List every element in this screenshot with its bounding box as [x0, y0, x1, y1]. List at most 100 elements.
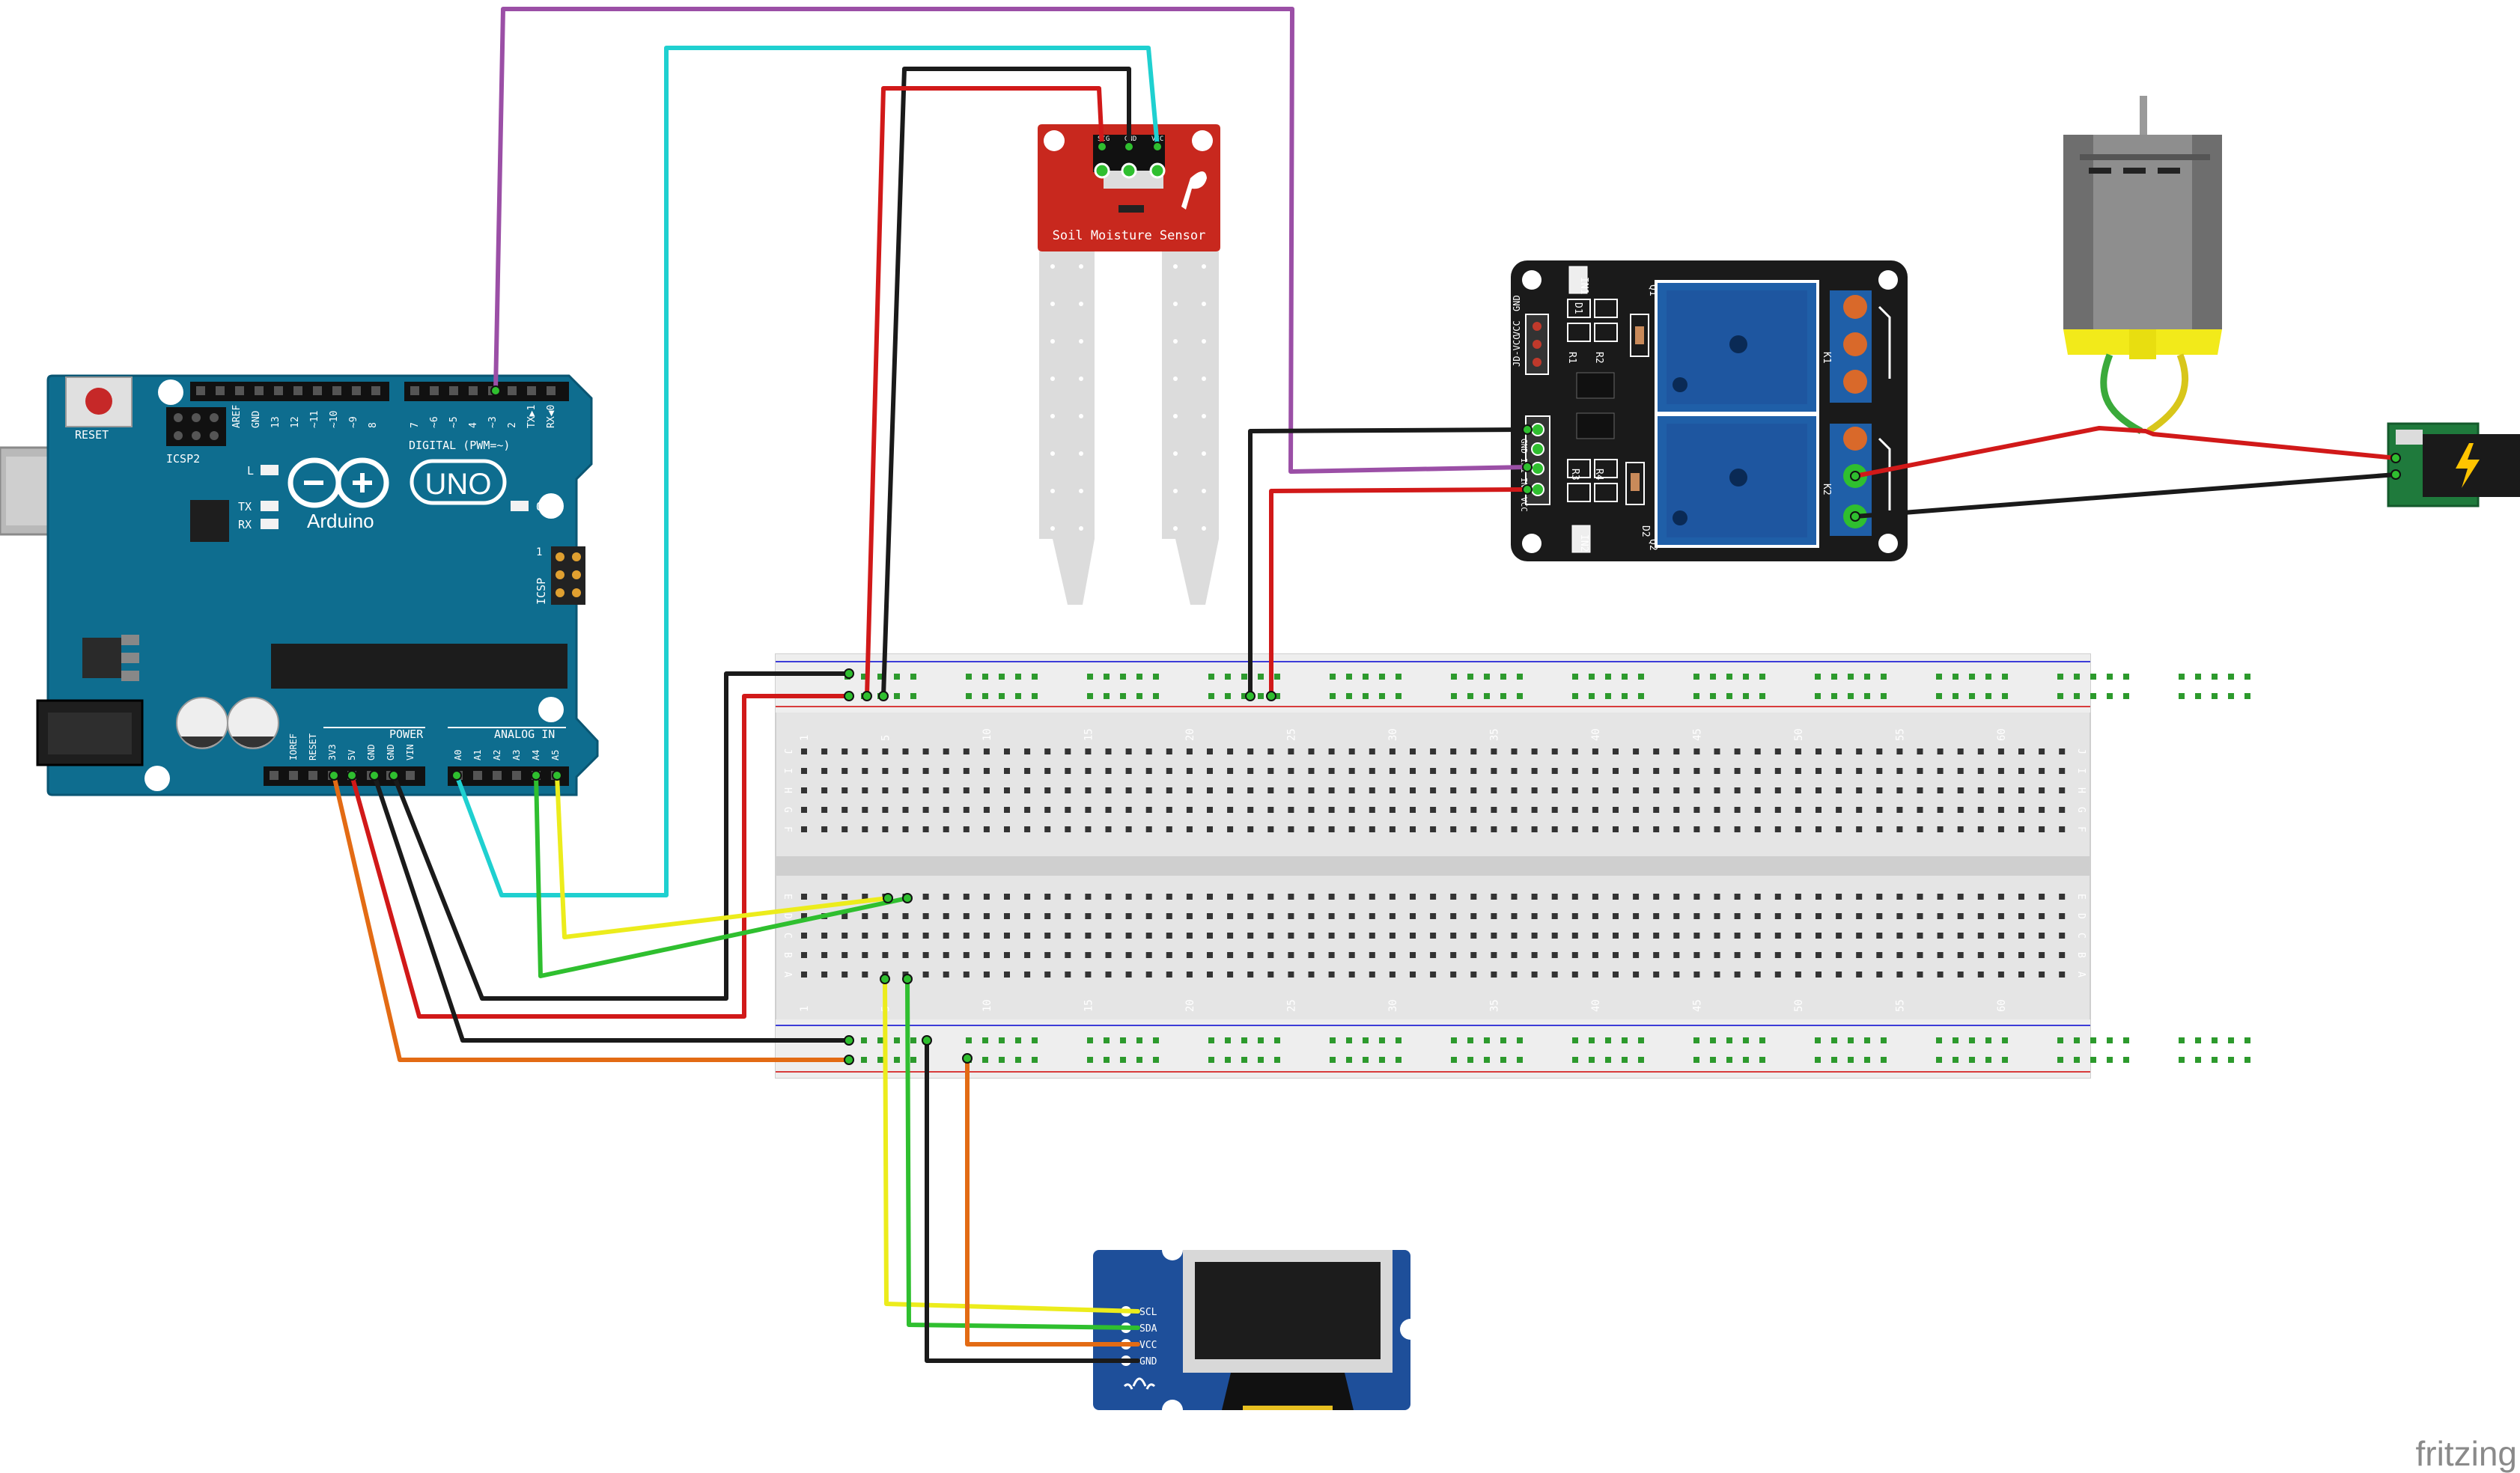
- digital-pin-label: GND: [251, 410, 262, 428]
- arduino-pcb: [46, 374, 599, 796]
- sensor-pin[interactable]: [1121, 162, 1137, 179]
- breadboard-column-number: 20: [1184, 728, 1196, 741]
- breadboard-row-letter: D: [2075, 913, 2087, 919]
- wire-black-arduino-top[interactable]: [392, 671, 851, 1001]
- power-pin-label: GND: [366, 744, 377, 760]
- wire-purple[interactable]: [493, 7, 1530, 474]
- breadboard-bottom-rail: [776, 1019, 2090, 1078]
- breadboard-row-letter: G: [2075, 807, 2087, 813]
- analog-pin-label: A0: [453, 750, 463, 760]
- wire-black-relay[interactable]: [1248, 427, 1530, 698]
- breadboard-column-number: 60: [1996, 999, 2008, 1012]
- breadboard-column-number: 30: [1387, 728, 1399, 741]
- lightning-icon: [2456, 443, 2480, 488]
- relay-part-label: R3: [1569, 469, 1580, 481]
- analog-label: ANALOG IN: [494, 728, 555, 741]
- analog-pin-label: A5: [550, 750, 561, 760]
- relay-input-pin[interactable]: [1531, 483, 1544, 496]
- wire-black-oled[interactable]: [925, 1038, 1140, 1363]
- voltage-regulator: [82, 638, 121, 678]
- oled-pin-label: SCL: [1139, 1307, 1157, 1318]
- wire-orange-arduino[interactable]: [332, 773, 851, 1062]
- breadboard-row-letter: D: [782, 913, 793, 919]
- wire-black-sensor[interactable]: [881, 67, 1131, 698]
- digital-pin-label: 12: [290, 416, 301, 428]
- breadboard-row-letter: J: [782, 748, 793, 754]
- led-on-label: ON: [536, 500, 550, 513]
- power-pin-label: IOREF: [288, 734, 299, 760]
- digital-header-b: [404, 382, 569, 401]
- arduino-brand: Arduino: [307, 510, 374, 532]
- breadboard-row-letter: H: [2075, 787, 2087, 793]
- led-on: [511, 501, 529, 511]
- oled-pin-label: GND: [1139, 1356, 1157, 1367]
- icsp2-header: [166, 407, 226, 446]
- wire-green-arduino[interactable]: [534, 773, 910, 978]
- digital-pin-label: TX▶1: [526, 405, 538, 428]
- atmega328-chip: [271, 644, 567, 689]
- relay-part-label: D2: [1640, 525, 1651, 537]
- breadboard-column-number: 10: [981, 999, 993, 1012]
- wire-black-power[interactable]: [1853, 472, 2398, 519]
- relay-input-pin[interactable]: [1531, 442, 1544, 456]
- breadboard-column-number: 50: [1793, 728, 1805, 741]
- breadboard-column-number: 35: [1488, 999, 1500, 1012]
- icsp-header: [551, 546, 585, 605]
- relay-input-label: GND: [1519, 439, 1529, 454]
- oled-pin-label: VCC: [1139, 1340, 1157, 1351]
- reset-button[interactable]: [65, 376, 133, 427]
- breadboard-column-number: 10: [981, 728, 993, 741]
- wire-cyan[interactable]: [454, 46, 1160, 897]
- analog-pin-label: A3: [511, 750, 522, 760]
- power-pin-label: 3V3: [327, 744, 338, 760]
- relay-input-pin[interactable]: [1531, 423, 1544, 436]
- breadboard-row-letter: E: [2075, 894, 2087, 900]
- relay-part-label: D1: [1572, 302, 1583, 314]
- sensor-prong-right: [1162, 251, 1219, 605]
- relay-components: [1567, 266, 1649, 553]
- wire-orange-oled[interactable]: [965, 1056, 1140, 1347]
- dc-power-supply-jack[interactable]: [2387, 422, 2520, 507]
- wires: [332, 7, 2398, 1363]
- relay-jumper-label: VCC: [1512, 320, 1522, 337]
- sensor-pin[interactable]: [1094, 162, 1110, 179]
- arduino-logo: [287, 457, 507, 508]
- terminal-block-1: [1830, 290, 1872, 403]
- sensor-pin[interactable]: [1149, 162, 1166, 179]
- wire-yellow-oled[interactable]: [883, 977, 1140, 1314]
- breadboard-column-number: 40: [1590, 728, 1602, 741]
- wire-red-arduino-top[interactable]: [350, 694, 851, 1019]
- breadboard-row-letter: I: [2075, 768, 2087, 774]
- breadboard-column-number: 15: [1083, 728, 1095, 741]
- relay-input-pin[interactable]: [1531, 462, 1544, 475]
- motor-lead-yellow: [2146, 353, 2189, 434]
- power-pin-label: RESET: [308, 734, 318, 760]
- wire-red-sensor[interactable]: [865, 86, 1104, 698]
- wire-green-oled[interactable]: [905, 977, 1140, 1330]
- breadboard-column-number: 1: [799, 1006, 811, 1012]
- breadboard[interactable]: 1155101015152020252530303535404045455050…: [775, 653, 2250, 1079]
- digital-pin-label: ~3: [487, 416, 499, 428]
- breadboard-row-letter: F: [2075, 826, 2087, 832]
- analog-pin-label: A4: [531, 750, 541, 760]
- dc-motor[interactable]: [2063, 96, 2222, 434]
- led-l-label: L: [247, 464, 254, 478]
- breadboard-row-letter: G: [782, 807, 793, 813]
- icsp2-label: ICSP2: [166, 452, 200, 466]
- breadboard-row-letter: I: [782, 768, 793, 774]
- relay-jumper-label: JD-VCC: [1512, 335, 1522, 367]
- digital-label: DIGITAL (PWM=~): [409, 439, 510, 452]
- wire-black-arduino-bottom[interactable]: [372, 773, 851, 1043]
- wire-red-relay[interactable]: [1269, 487, 1530, 698]
- wire-yellow-arduino[interactable]: [555, 773, 890, 939]
- breadboard-row-letter: B: [2075, 952, 2087, 958]
- relay-part-label: R4: [1593, 469, 1604, 481]
- wire-red-motor[interactable]: [1853, 426, 2398, 478]
- breadboard-row-letter: C: [782, 933, 793, 939]
- breadboard-center-channel: [776, 856, 2090, 876]
- capacitor: [227, 697, 279, 749]
